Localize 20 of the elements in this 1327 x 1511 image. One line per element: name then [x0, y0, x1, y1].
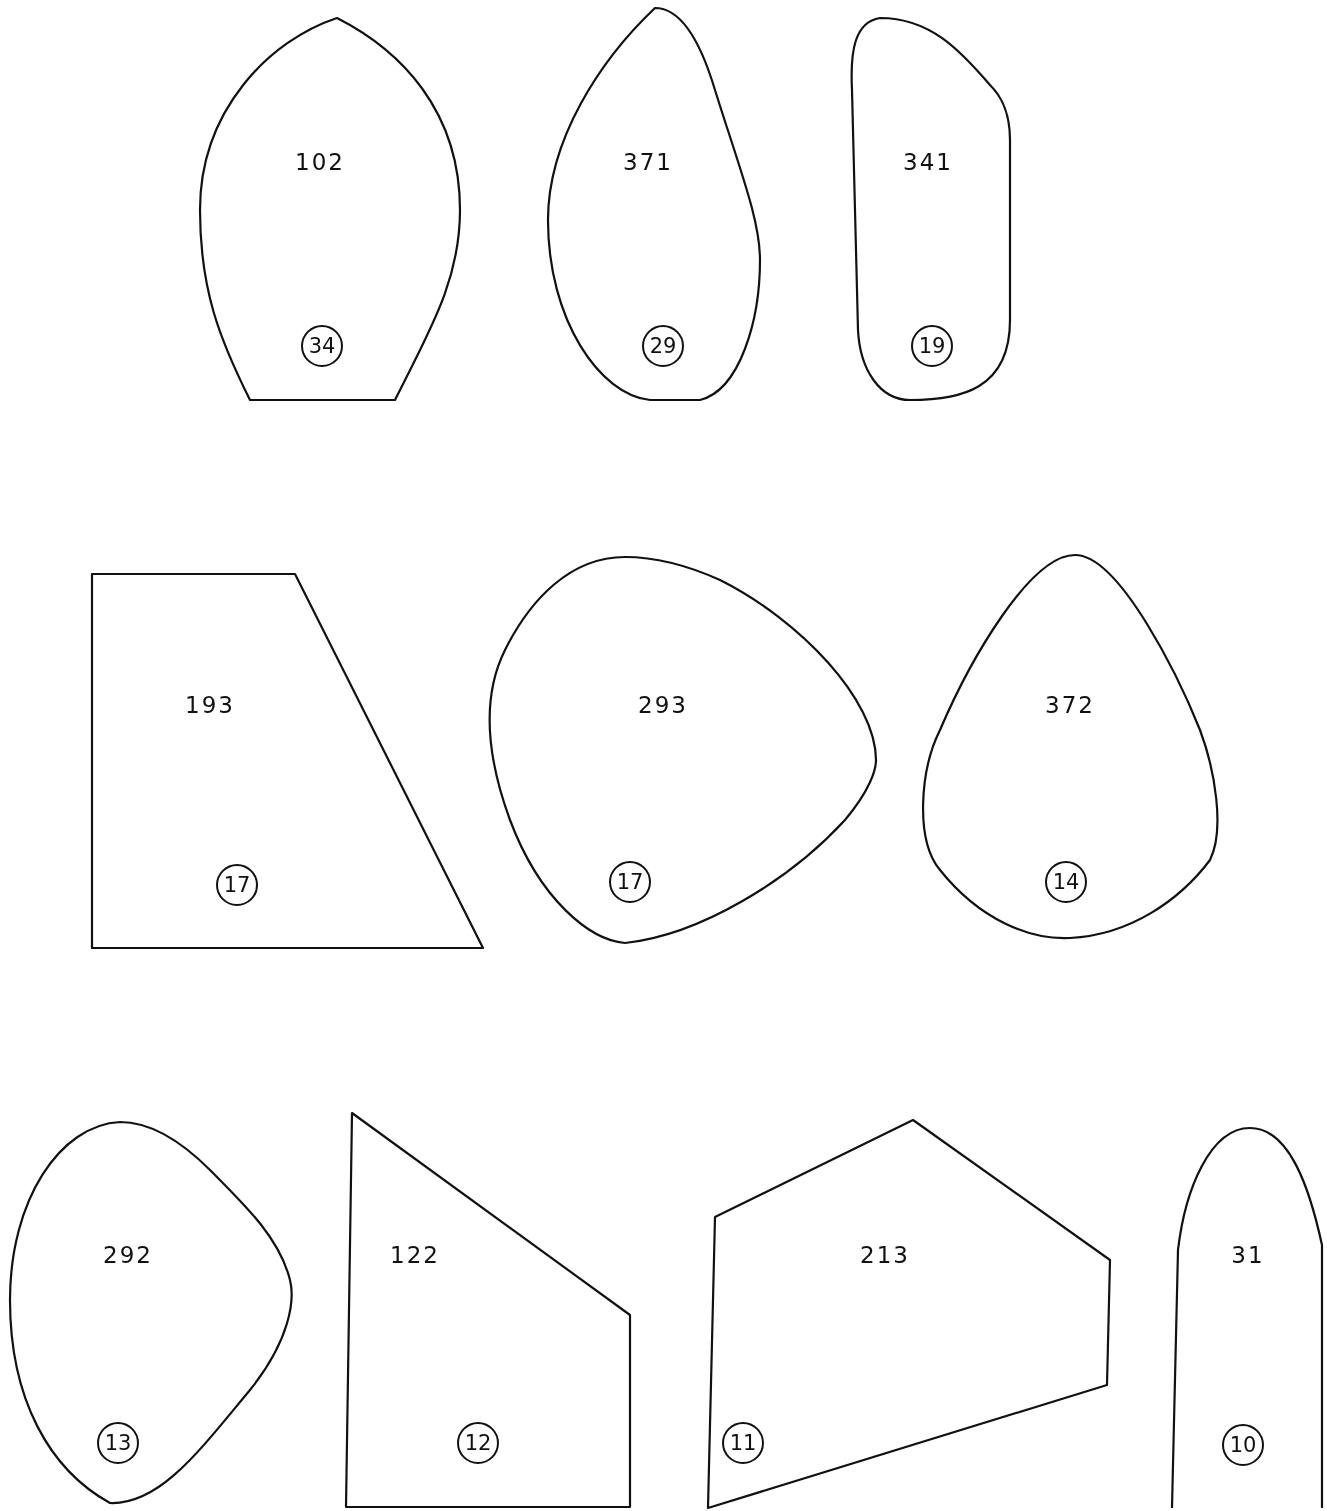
circled-number: 19	[911, 325, 953, 367]
piece-number: 372	[1045, 692, 1095, 718]
piece-number: 371	[623, 149, 673, 175]
piece-number: 213	[860, 1242, 910, 1268]
circled-number: 12	[457, 1422, 499, 1464]
circled-number: 17	[216, 864, 258, 906]
piece-number: 293	[638, 692, 688, 718]
piece-number: 193	[185, 692, 235, 718]
circled-number: 29	[642, 325, 684, 367]
piece-number: 122	[390, 1242, 440, 1268]
piece-number: 102	[295, 149, 345, 175]
piece-number: 341	[903, 149, 953, 175]
circled-number: 34	[301, 325, 343, 367]
circled-number: 17	[609, 861, 651, 903]
piece-number: 31	[1231, 1242, 1265, 1268]
circled-number: 14	[1045, 861, 1087, 903]
piece-number: 292	[103, 1242, 153, 1268]
circled-number: 10	[1222, 1424, 1264, 1466]
circled-number: 13	[97, 1422, 139, 1464]
circled-number: 11	[722, 1422, 764, 1464]
